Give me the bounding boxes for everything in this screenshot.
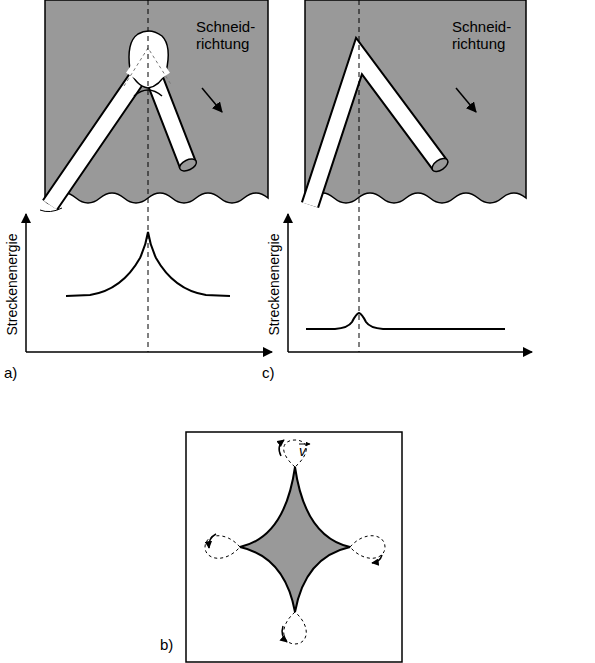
energy-graph-c bbox=[288, 0, 532, 352]
panel-letter: a) bbox=[4, 364, 34, 381]
vector-symbol: v bbox=[299, 444, 313, 458]
workpiece-a bbox=[40, 0, 268, 212]
panel-letter: c) bbox=[262, 364, 292, 381]
axis-label: Streckenenergie bbox=[266, 225, 283, 345]
corner-detail-b bbox=[186, 432, 402, 662]
workpiece-c bbox=[305, 0, 526, 205]
axis-label: Streckenenergie bbox=[4, 225, 21, 345]
panel-letter: b) bbox=[160, 636, 184, 653]
energy-graph-a bbox=[26, 0, 272, 352]
direction-label: Schneid- richtung bbox=[452, 18, 518, 52]
direction-label: Schneid- richtung bbox=[196, 18, 262, 52]
